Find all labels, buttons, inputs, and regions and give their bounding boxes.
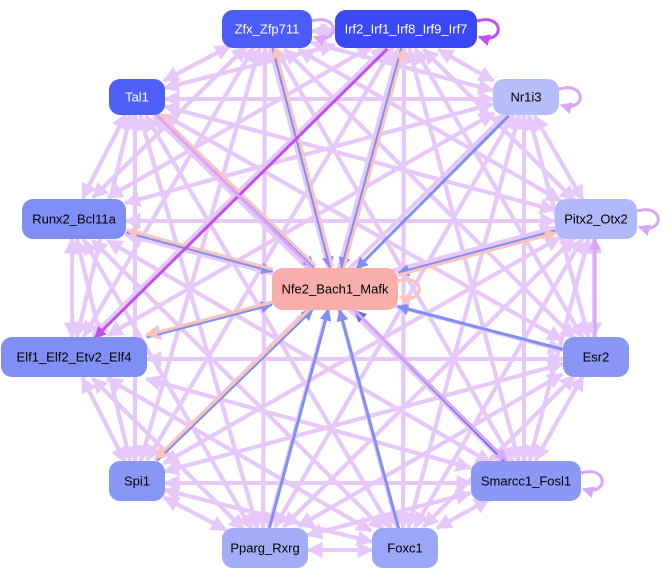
node-nr1i3[interactable]: Nr1i3 xyxy=(493,79,559,115)
edge-pitx2-nr1i3 xyxy=(532,114,585,201)
edge-spi1-elf1 xyxy=(80,376,127,463)
node-zfx[interactable]: Zfx_Zfp711 xyxy=(222,10,312,48)
edge-smarcc1-runx2 xyxy=(106,239,492,465)
self-loop-irf xyxy=(476,18,500,46)
edge-nr1i3-irf xyxy=(437,47,495,83)
node-foxc1[interactable]: Foxc1 xyxy=(372,528,438,568)
edge-runx2-nfe2 xyxy=(125,230,274,275)
node-irf[interactable]: Irf2_Irf1_Irf8_Irf9_Irf7 xyxy=(335,10,477,48)
node-label: Zfx_Zfp711 xyxy=(235,22,300,37)
edge-foxc1-smarcc1 xyxy=(436,497,491,530)
node-tal1[interactable]: Tal1 xyxy=(109,79,165,115)
edge-smarcc1-zfx xyxy=(274,47,515,463)
edge-pparg-nfe2 xyxy=(267,308,332,529)
node-box xyxy=(563,337,629,377)
edge-nfe2-zfx xyxy=(271,46,334,268)
edge-nfe2-irf xyxy=(342,47,407,270)
edge-smarcc1-elf1 xyxy=(144,375,472,470)
edge-nr1i3-nfe2 xyxy=(355,114,510,270)
node-label: Tal1 xyxy=(125,90,149,105)
node-box xyxy=(22,199,126,239)
edge-tal1-irf xyxy=(164,40,337,90)
self-loop-nr1i3 xyxy=(558,86,582,114)
self-loop-smarcc1 xyxy=(580,470,604,498)
edge-nfe2-runx2 xyxy=(125,227,274,271)
edges-layer xyxy=(64,18,660,558)
edge-pitx2-tal1 xyxy=(162,102,556,212)
edge-pparg-smarcc1 xyxy=(307,489,473,537)
edge-runx2-tal1 xyxy=(80,112,128,199)
edge-nfe2-elf1 xyxy=(145,301,272,339)
edge-esr2-tal1 xyxy=(162,112,564,342)
edge-nfe2-spi1 xyxy=(154,306,313,460)
node-box xyxy=(272,268,398,310)
node-smarcc1[interactable]: Smarcc1_Fosl1 xyxy=(471,461,581,501)
node-label: Nfe2_Bach1_Mafk xyxy=(282,282,389,297)
edge-nfe2-pitx2 xyxy=(398,229,557,277)
node-label: Spi1 xyxy=(124,474,150,489)
edge-foxc1-elf1 xyxy=(106,376,372,533)
edge-pitx2-nfe2 xyxy=(397,229,556,277)
edge-runx2-irf xyxy=(106,44,374,200)
edge-esr2-nfe2 xyxy=(396,303,564,351)
node-label: Irf2_Irf1_Irf8_Irf9_Irf7 xyxy=(345,22,468,37)
edge-spi1-nfe2 xyxy=(155,308,314,462)
node-box xyxy=(372,528,438,568)
node-label: Nr1i3 xyxy=(510,90,541,105)
edge-runx2-nr1i3 xyxy=(124,100,495,205)
node-pitx2[interactable]: Pitx2_Otx2 xyxy=(555,199,637,239)
node-spi1[interactable]: Spi1 xyxy=(109,461,165,501)
node-label: Smarcc1_Fosl1 xyxy=(481,474,571,489)
edge-spi1-esr2 xyxy=(163,360,565,474)
node-box xyxy=(335,10,477,48)
node-label: Runx2_Bcl11a xyxy=(32,212,116,227)
edge-pparg-spi1 xyxy=(162,495,227,532)
edge-foxc1-nr1i3 xyxy=(406,112,524,529)
edge-zfx-nfe2 xyxy=(271,47,334,269)
self-loop-nfe2 xyxy=(397,278,421,306)
edge-pparg-zfx xyxy=(256,46,273,529)
edge-foxc1-spi1 xyxy=(162,485,372,544)
node-box xyxy=(555,199,637,239)
node-label: Esr2 xyxy=(583,350,610,365)
edge-pparg-nr1i3 xyxy=(273,112,516,528)
node-label: Elf1_Elf2_Etv2_Elf4 xyxy=(17,350,132,365)
edge-spi1-pitx2 xyxy=(163,235,562,466)
edge-elf1-nr1i3 xyxy=(106,111,496,338)
node-box xyxy=(1,337,147,377)
node-elf1[interactable]: Elf1_Elf2_Etv2_Elf4 xyxy=(1,337,147,377)
node-label: Pitx2_Otx2 xyxy=(564,212,628,227)
node-box xyxy=(109,461,165,501)
self-loop-pitx2 xyxy=(636,208,660,236)
node-box xyxy=(109,79,165,115)
node-label: Foxc1 xyxy=(387,541,422,556)
node-box xyxy=(222,10,312,48)
node-box xyxy=(471,461,581,501)
edge-elf1-nfe2 xyxy=(146,301,273,339)
node-esr2[interactable]: Esr2 xyxy=(563,337,629,377)
edge-tal1-zfx xyxy=(163,44,232,83)
node-pparg[interactable]: Pparg_Rxrg xyxy=(222,528,308,568)
edge-irf-nfe2 xyxy=(338,47,404,270)
self-loop-zfx xyxy=(311,18,335,46)
node-box xyxy=(222,528,308,568)
edge-nfe2-tal1 xyxy=(156,111,317,267)
edge-foxc1-irf xyxy=(395,46,412,529)
node-nfe2[interactable]: Nfe2_Bach1_Mafk xyxy=(272,268,398,310)
node-label: Pparg_Rxrg xyxy=(230,541,299,556)
edge-irf-elf1 xyxy=(93,47,389,339)
node-runx2[interactable]: Runx2_Bcl11a xyxy=(22,199,126,239)
edge-foxc1-nfe2 xyxy=(336,309,401,529)
node-box xyxy=(493,79,559,115)
edge-pparg-esr2 xyxy=(297,372,564,528)
